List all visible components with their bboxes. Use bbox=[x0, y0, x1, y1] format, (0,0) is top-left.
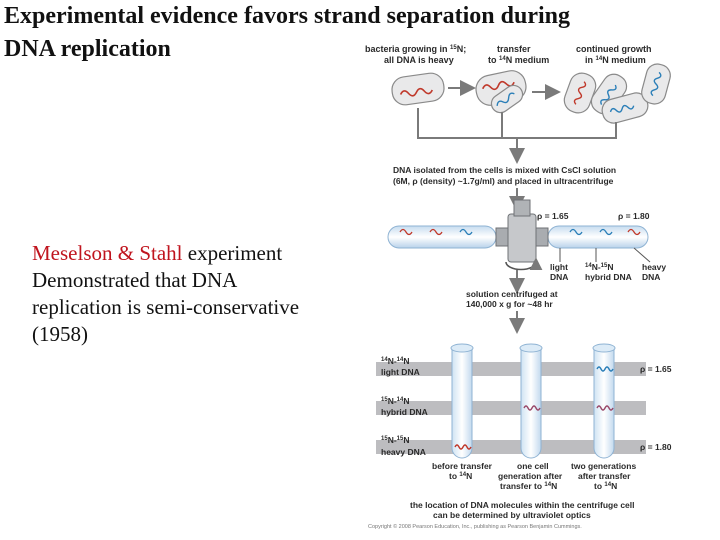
tube-two-generations bbox=[592, 343, 616, 459]
band-strip-heavy bbox=[376, 440, 646, 454]
body-line-2: Demonstrated that DNA bbox=[32, 268, 238, 292]
density-top-right: ρ = 1.80 bbox=[618, 211, 650, 221]
body-line-1-rest: experiment bbox=[182, 241, 283, 265]
tube-one-generation bbox=[519, 343, 543, 459]
band-strip-light bbox=[376, 362, 646, 376]
heavy-dna-pointer bbox=[633, 247, 651, 263]
isolation-label: DNA isolated from the cells is mixed wit… bbox=[393, 165, 618, 186]
figure-caption: the location of DNA molecules within the… bbox=[410, 500, 637, 520]
row-light-label: 14N-14N light DNA bbox=[381, 356, 420, 377]
bacterium-heavy bbox=[391, 72, 445, 106]
step2-label: transfer to 14N medium bbox=[488, 44, 549, 65]
title-line-2: DNA replication bbox=[4, 36, 171, 62]
body-text: Meselson & Stahl experiment Demonstrated… bbox=[32, 240, 352, 348]
title-line-1: Experimental evidence favors strand sepa… bbox=[4, 3, 570, 29]
bacterium-transfer bbox=[475, 70, 527, 114]
step3-label: continued growth in 14N medium bbox=[576, 44, 654, 65]
band-light-label: light DNA bbox=[550, 262, 570, 282]
row-heavy-density: ρ = 1.80 bbox=[640, 442, 672, 452]
step1-label: bacteria growing in 15N; all DNA is heav… bbox=[365, 44, 469, 65]
row-light-density: ρ = 1.65 bbox=[640, 364, 672, 374]
slide-title: Experimental evidence favors strand sepa… bbox=[4, 0, 704, 66]
tube1-caption: before transfer to 14N bbox=[432, 461, 494, 481]
bacteria-continued-growth bbox=[563, 63, 671, 124]
band-strip-hybrid bbox=[376, 401, 646, 415]
centrifuge-rotor bbox=[387, 199, 649, 271]
row-hybrid-label: 15N-14N hybrid DNA bbox=[381, 396, 428, 417]
centrifuge-label: solution centrifuged at 140,000 x g for … bbox=[466, 289, 560, 309]
density-top-left: ρ = 1.65 bbox=[537, 211, 569, 221]
tube2-caption: one cell generation after transfer to 14… bbox=[498, 461, 565, 491]
band-hybrid-label: 14N-15N hybrid DNA bbox=[585, 262, 632, 282]
collection-arrows bbox=[417, 108, 617, 164]
body-line-3: replication is semi-conservative bbox=[32, 295, 300, 319]
tube-before-transfer bbox=[450, 343, 474, 459]
copyright-notice: Copyright © 2008 Pearson Education, Inc.… bbox=[368, 523, 582, 530]
meselson-stahl-highlight: Meselson & Stahl bbox=[32, 241, 183, 265]
row-heavy-label: 15N-15N heavy DNA bbox=[381, 435, 426, 457]
band-heavy-label: heavy DNA bbox=[642, 262, 668, 282]
body-line-1: Meselson & Stahl experiment bbox=[32, 240, 352, 267]
tube3-caption: two generations after transfer to 14N bbox=[571, 461, 639, 491]
body-line-4: (1958) bbox=[32, 322, 88, 346]
